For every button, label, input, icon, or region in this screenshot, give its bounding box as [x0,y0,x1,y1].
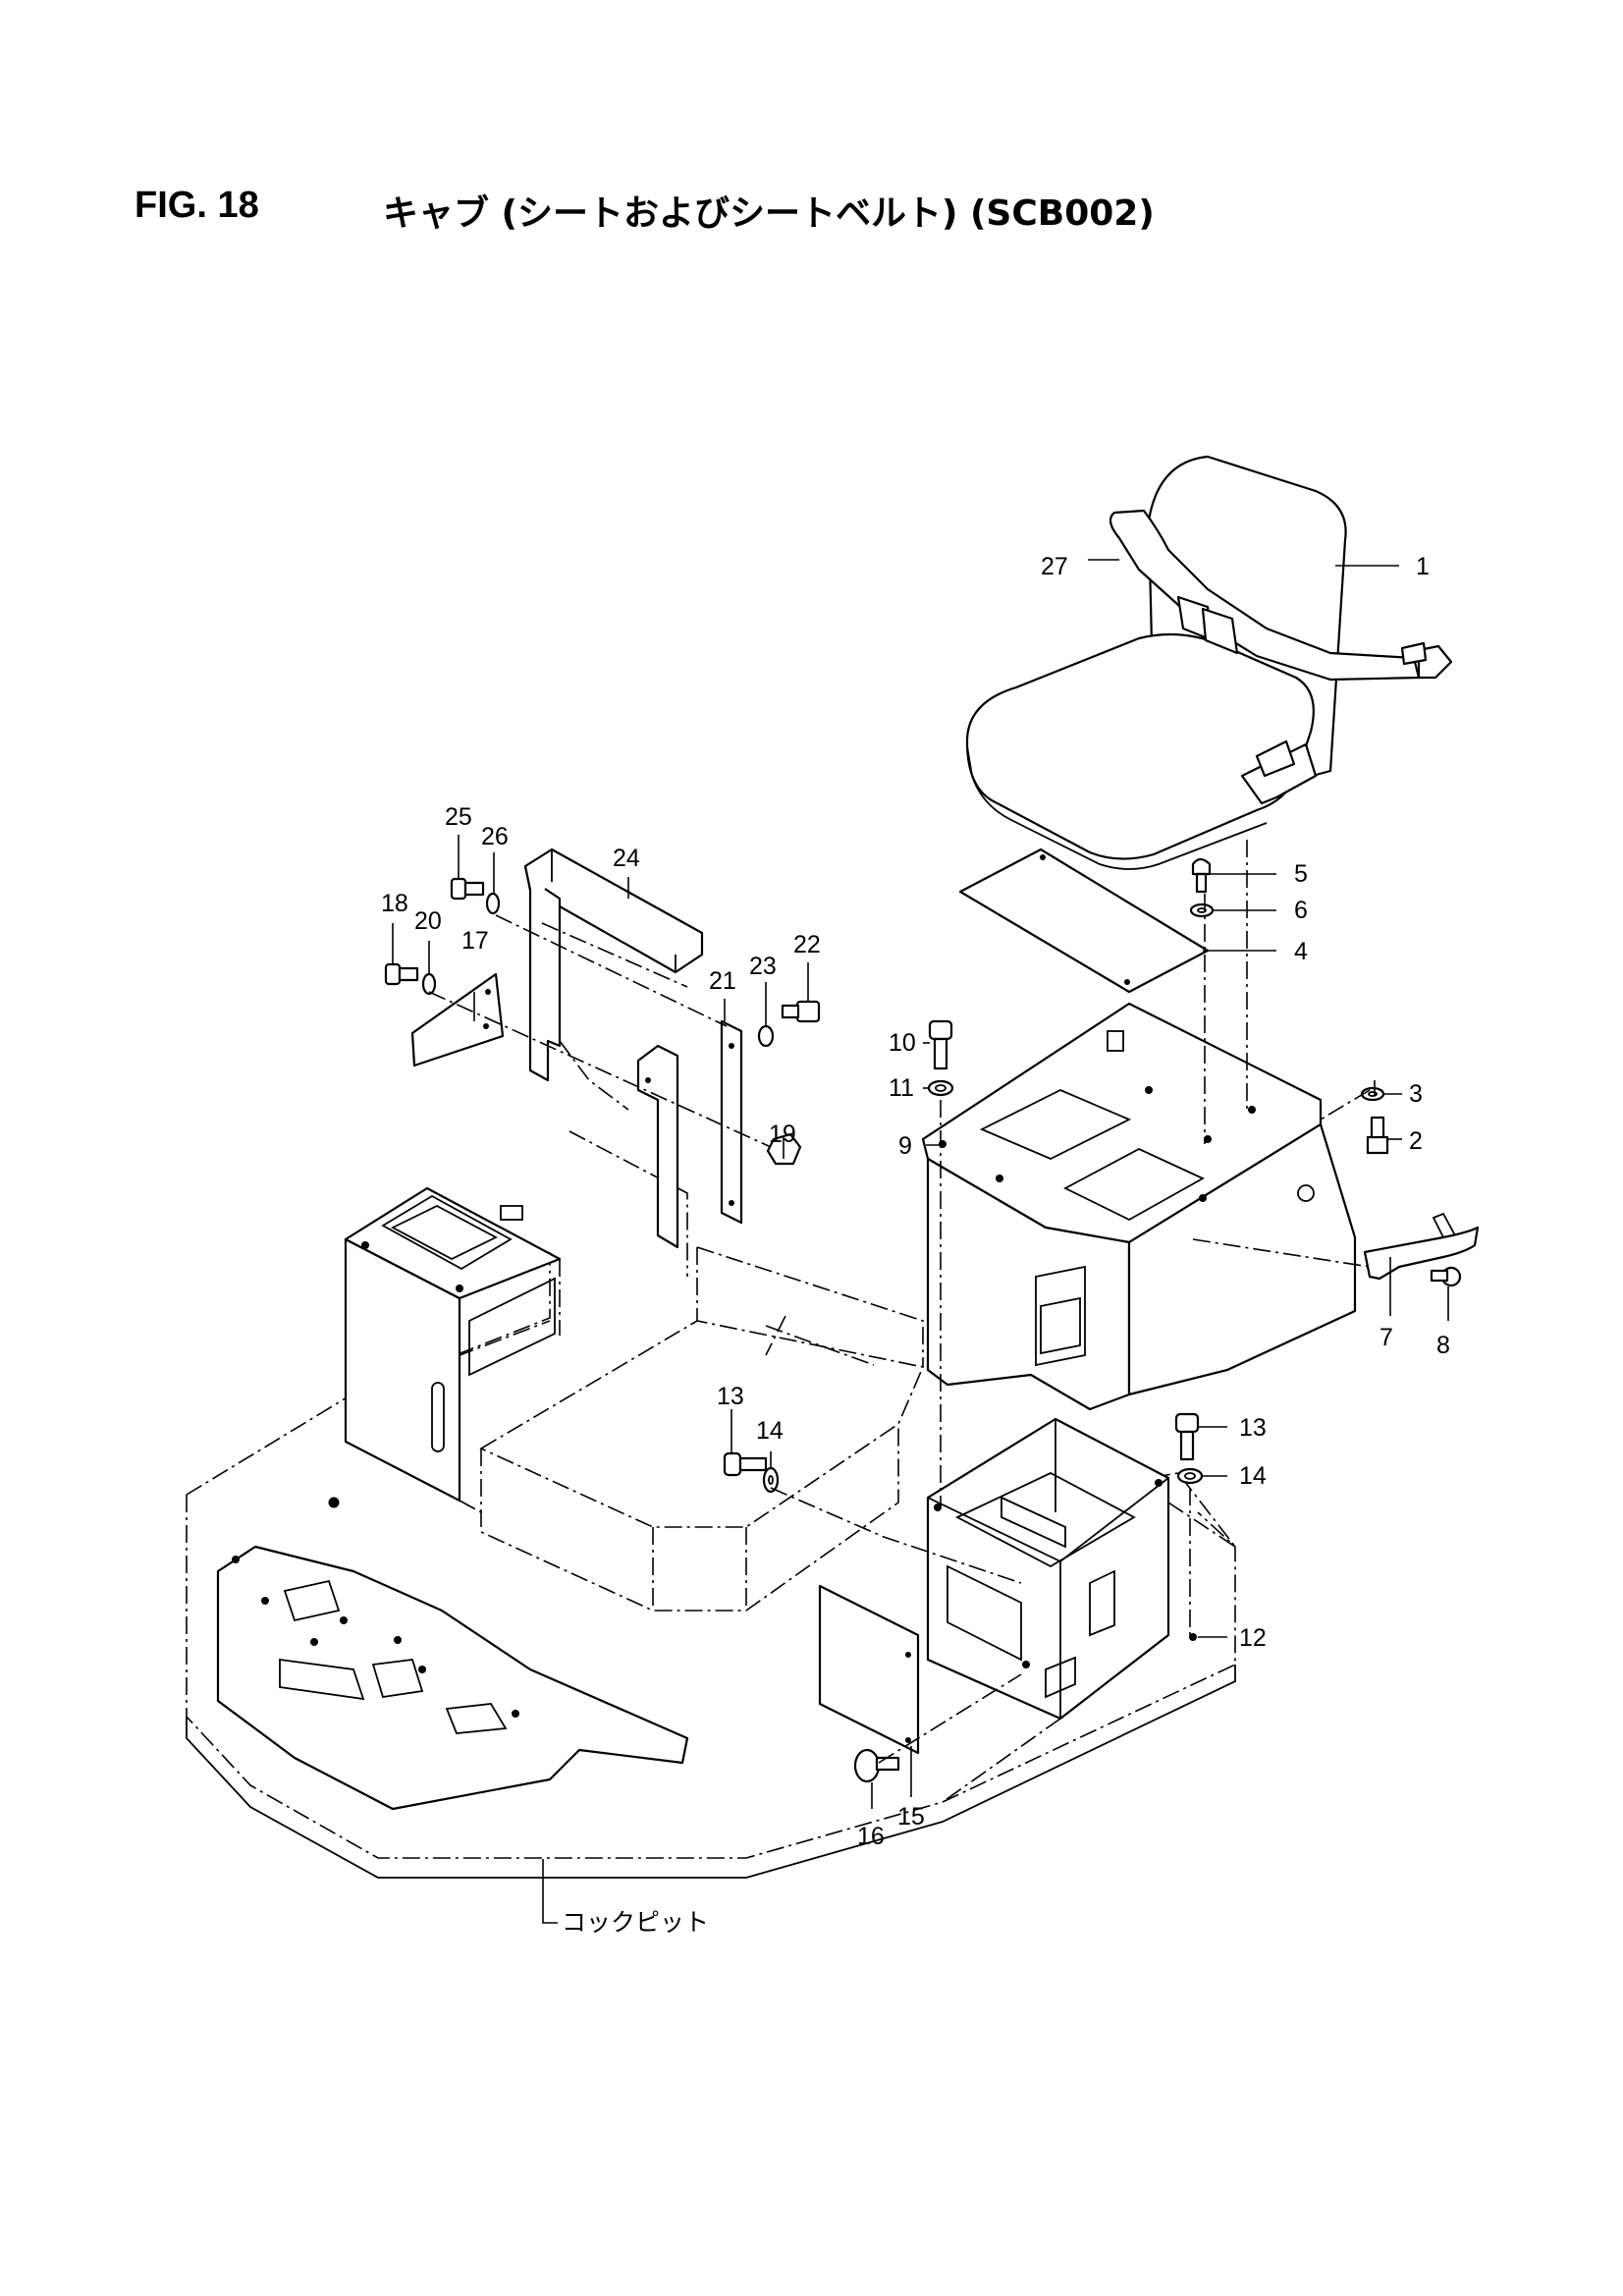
callout-5: 5 [1294,860,1308,888]
callout-26: 26 [481,823,509,850]
figure-number: FIG. 18 [135,185,259,226]
callout-2: 2 [1409,1127,1423,1155]
cockpit-label: コックピット [562,1908,709,1937]
callout-12: 12 [1239,1624,1267,1652]
callout-19: 19 [769,1121,796,1148]
side-cover-15 [818,1584,920,1755]
callout-10: 10 [889,1029,916,1057]
callout-25: 25 [445,803,472,831]
callout-13-right: 13 [1239,1414,1267,1442]
plate-17 [410,972,505,1067]
callout-18: 18 [381,890,408,917]
callout-16: 16 [857,1823,885,1850]
callout-17: 17 [461,927,489,955]
figure-title: キャブ (シートおよびシートベルト) (SCB002) [383,193,1155,234]
callout-15: 15 [897,1803,925,1831]
callout-11: 11 [889,1074,914,1102]
seat-stand-12 [926,1417,1236,1803]
mount-bracket [636,1044,679,1249]
callout-20: 20 [414,907,442,935]
callout-14-right: 14 [1239,1462,1267,1490]
callout-7: 7 [1380,1324,1393,1351]
floor-tray [479,1246,925,1612]
bracket-21 [720,1019,743,1225]
front-control-panel [216,1497,689,1811]
seat-plate-4 [958,847,1210,994]
hardware [384,857,1480,1783]
leader-lines [392,559,1449,1924]
callout-24: 24 [613,845,640,872]
callout-14-left: 14 [756,1417,784,1445]
callout-27: 27 [1041,553,1068,580]
assembly-lines [428,840,1376,1764]
callout-9: 9 [898,1132,912,1160]
callout-4: 4 [1294,938,1308,965]
seat-assembly-1 [965,455,1453,870]
callout-1: 1 [1416,553,1430,580]
callout-8: 8 [1436,1332,1450,1359]
callout-23: 23 [749,953,777,980]
callout-21: 21 [709,967,736,995]
callout-6: 6 [1294,897,1308,924]
seat-base-box-9 [921,1002,1357,1411]
callout-13-left: 13 [717,1383,744,1410]
callout-3: 3 [1409,1080,1423,1108]
callout-22: 22 [793,931,821,958]
callout-labels: 1 2 3 4 5 6 7 8 9 10 11 12 13 14 13 14 1… [381,553,1450,1937]
side-frame-24 [523,847,704,1111]
left-console-box [344,1130,688,1513]
